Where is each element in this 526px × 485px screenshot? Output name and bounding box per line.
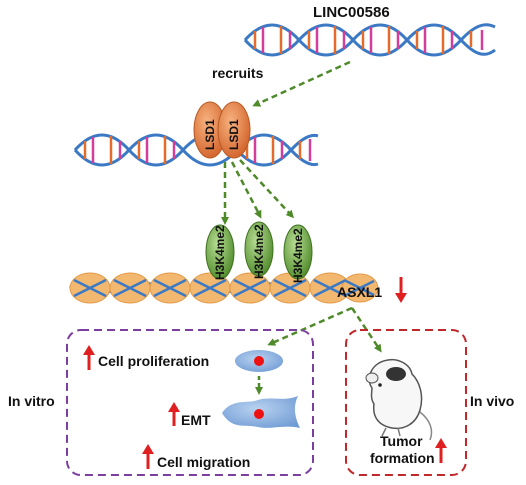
tumor-up-arrow-icon: [435, 438, 447, 463]
h3k4me2-mark-2: H3K4me2: [244, 221, 274, 279]
emt-label: EMT: [181, 412, 211, 428]
in-vivo-label: In vivo: [470, 393, 514, 409]
lncrna-dna-helix-icon: [243, 23, 496, 57]
h3k4me2-label-3: H3K4me2: [291, 228, 305, 283]
h3k4me2-label-2: H3K4me2: [252, 224, 266, 279]
asxl1-to-invitro-arrow: [267, 306, 353, 346]
proliferation-label: Cell proliferation: [98, 353, 209, 369]
lsd1-protein-right: LSD1: [217, 101, 251, 159]
lsd1-to-h3k4-arrow-3: [239, 159, 295, 219]
mouse-icon: [365, 358, 433, 441]
in-vitro-box: [66, 329, 314, 476]
migration-up-arrow-icon: [142, 444, 154, 469]
in-vivo-box: [345, 329, 467, 476]
in-vitro-label: In vitro: [8, 393, 55, 409]
round-cell-icon: [235, 350, 283, 372]
migration-label: Cell migration: [157, 454, 250, 470]
lsd1-label-right: LSD1: [227, 119, 241, 150]
lsd1-label-left: LSD1: [203, 119, 217, 150]
proliferation-up-arrow-icon: [83, 345, 95, 370]
chromatin-fiber-icon: [68, 272, 379, 304]
recruits-label: recruits: [212, 65, 264, 81]
emt-up-arrow-icon: [168, 402, 180, 426]
lncrna-label: LINC00586: [313, 4, 390, 21]
tumor-label-line1: Tumor: [380, 433, 423, 449]
recruits-arrow: [252, 60, 351, 107]
genomic-dna-helix-icon: [73, 133, 319, 167]
lsd1-to-h3k4-arrow-2: [230, 161, 262, 219]
asxl1-label: ASXL1: [337, 284, 382, 300]
mesenchymal-cell-icon: [222, 396, 300, 428]
tumor-label-line2: formation: [370, 450, 435, 466]
h3k4me2-label-1: H3K4me2: [213, 225, 227, 280]
h3k4me2-mark-3: H3K4me2: [283, 224, 313, 283]
asxl1-down-arrow-icon: [395, 277, 407, 303]
lsd1-protein-left: LSD1: [193, 101, 227, 159]
h3k4me2-mark-1: H3K4me2: [205, 224, 235, 280]
